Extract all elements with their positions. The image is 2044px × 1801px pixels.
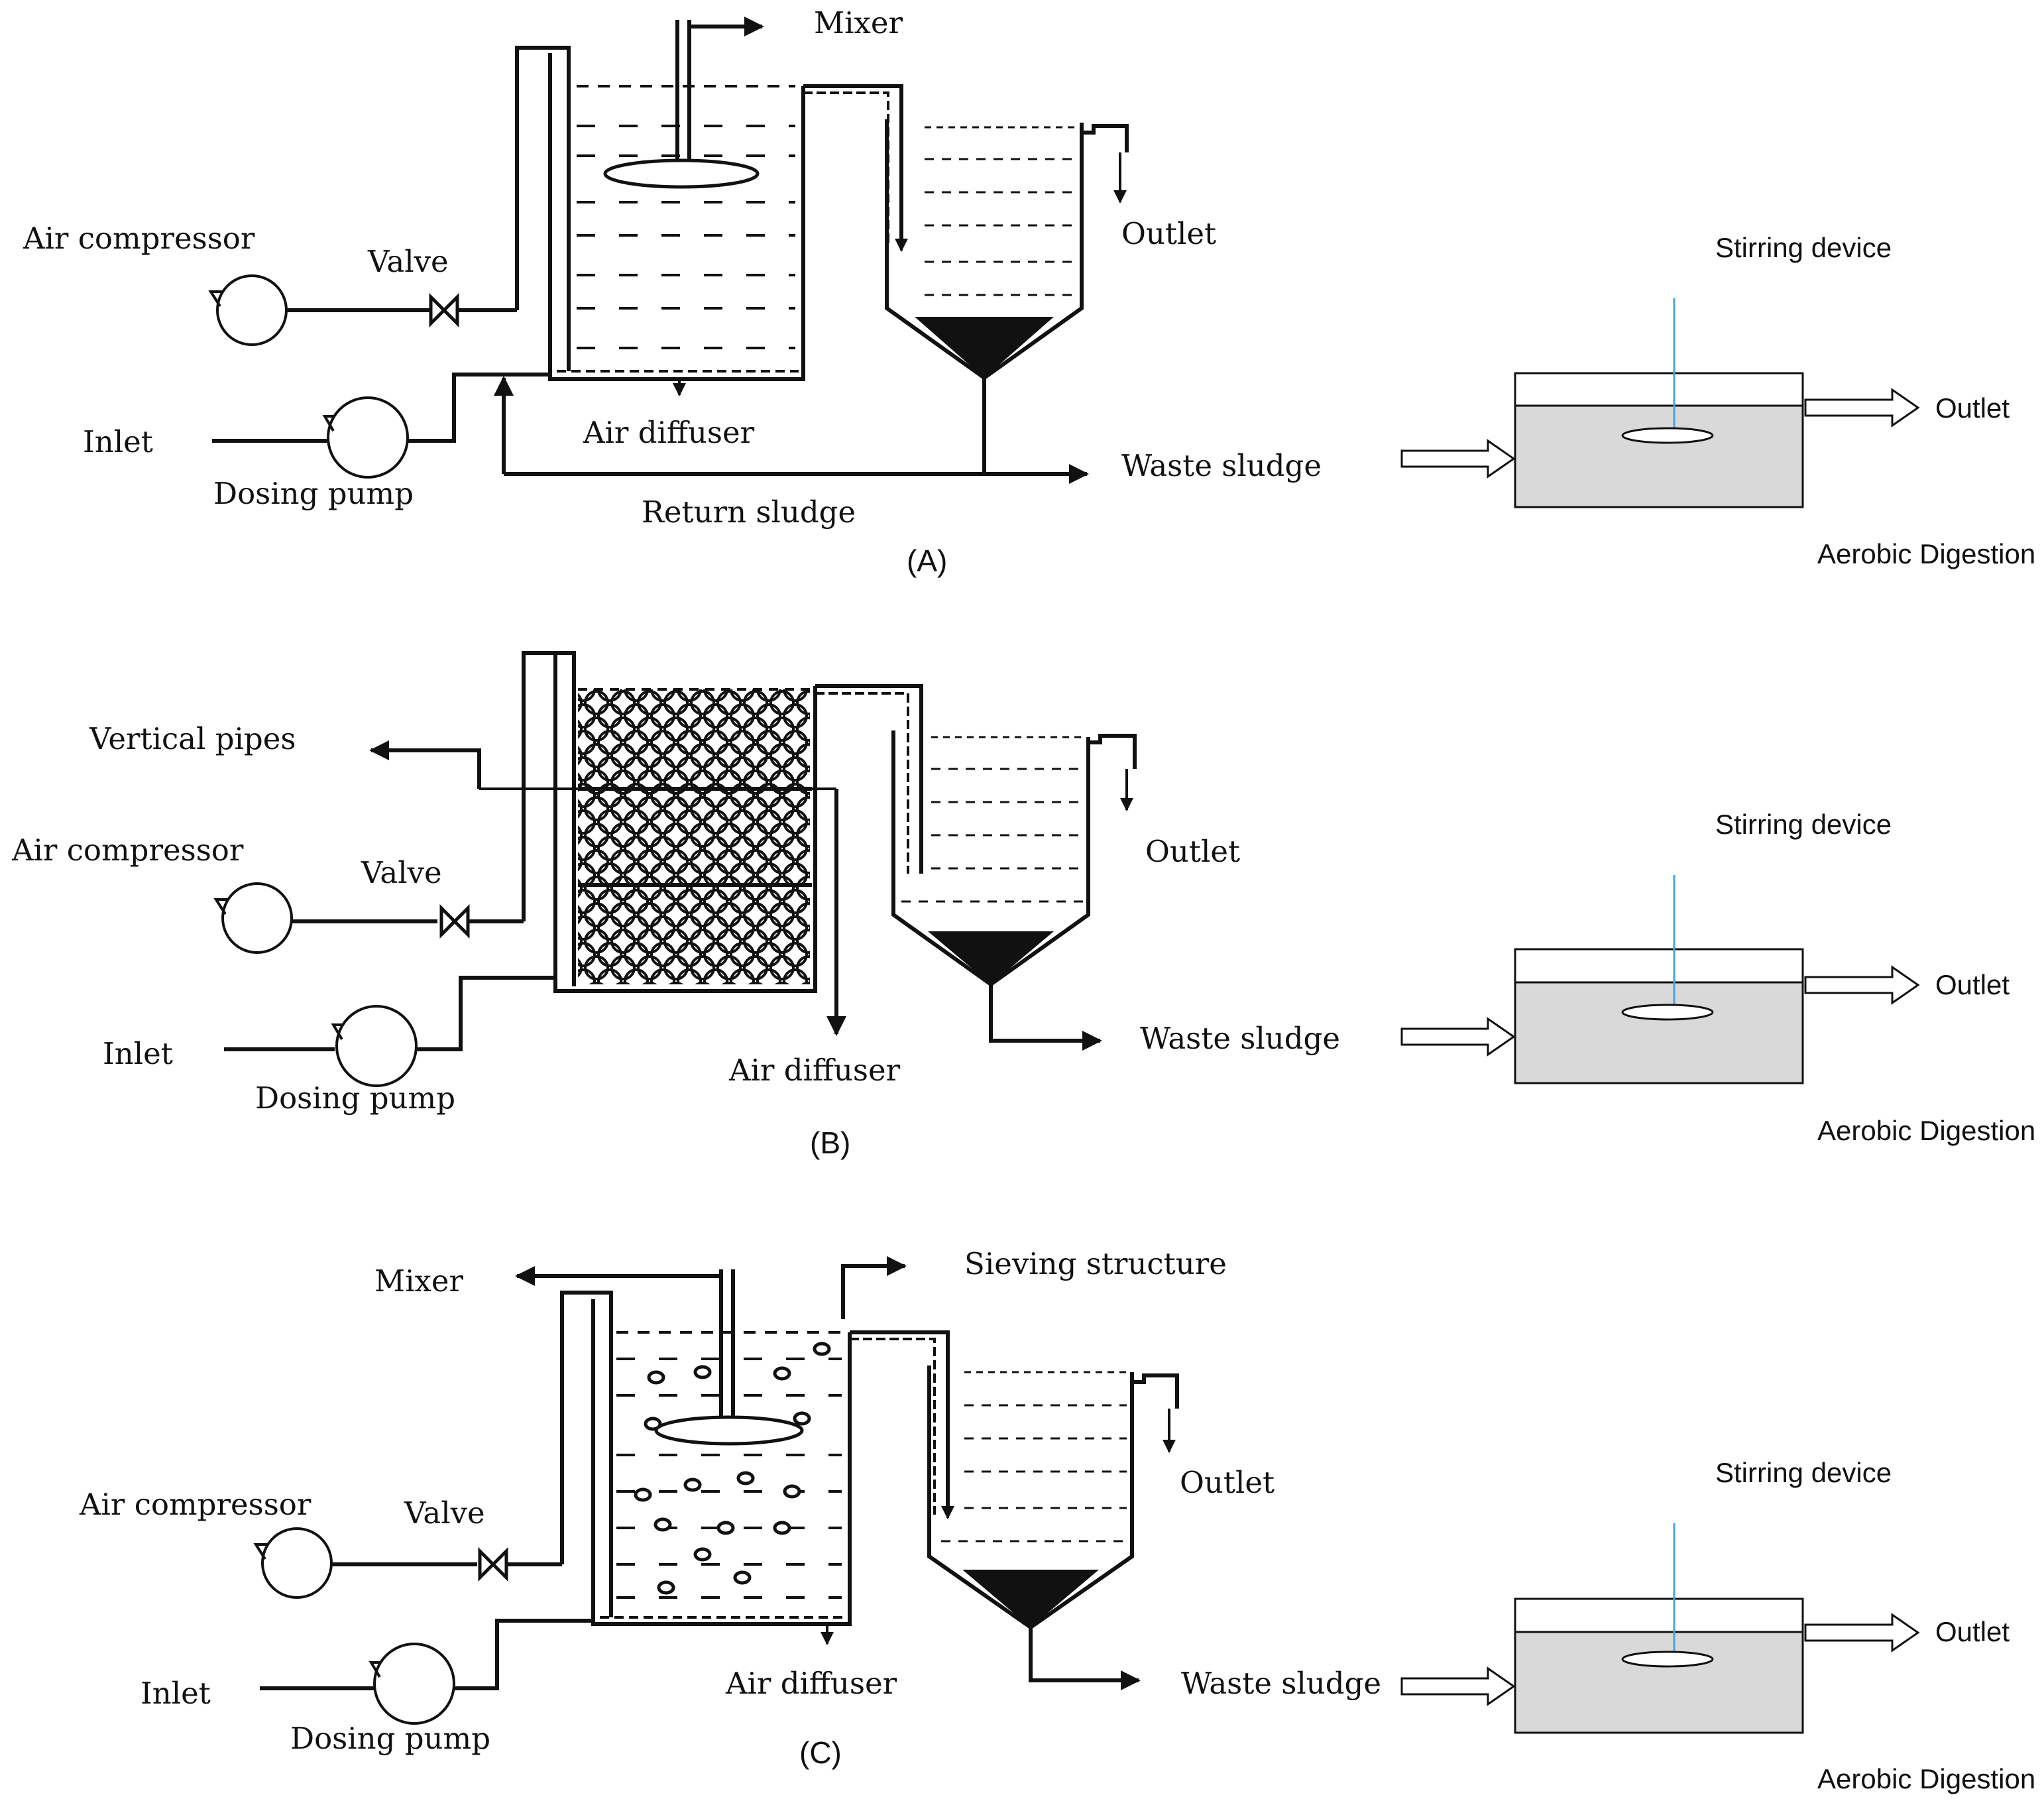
clarifier-dashes-a [925,126,1077,296]
aerobic-digestion-unit-b [1400,875,1920,1084]
digestion-inlet-arrow-c [1400,1666,1516,1706]
label-dosing-pump-b: Dosing pump [255,1080,455,1116]
valve-b [439,903,470,939]
valve-c [478,1546,508,1582]
panel-a: Mixer Air compressor Valve Inlet Dosing … [23,5,2035,578]
mixer-a [603,17,764,189]
label-air-compressor-b: Air compressor [11,833,244,868]
label-valve-c: Valve [404,1495,485,1531]
label-aerobic-digestion-c: Aerobic Digestion [1817,1763,2035,1794]
biofilm-media-b [578,689,810,984]
label-air-compressor-a: Air compressor [23,221,255,256]
valve-a [429,292,459,328]
air-compressor-c [253,1527,333,1599]
label-stirring-device-c: Stirring device [1715,1457,1892,1488]
label-waste-sludge-a: Waste sludge [1121,448,1322,483]
caption-a: (A) [907,544,947,578]
stirrer-impeller-c [1621,1651,1714,1668]
dosing-pump-a [322,396,409,479]
label-inlet-a: Inlet [83,424,153,459]
label-valve-a: Valve [367,244,449,279]
label-sieving-structure-c: Sieving structure [964,1246,1227,1281]
panel-c: Mixer Sieving structure Air compressor V… [79,1246,2035,1794]
label-air-diffuser-c: Air diffuser [725,1666,897,1701]
reactor-tank-b [553,653,817,993]
label-return-sludge-a: Return sludge [642,494,856,530]
clarifier-dashes-c [941,1371,1127,1542]
sludge-cone-b [928,931,1054,984]
aerobic-digestion-unit-a [1400,298,1920,508]
label-inlet-b: Inlet [103,1036,173,1071]
label-outlet-c: Outlet [1180,1465,1275,1500]
label-outlet-a: Outlet [1121,216,1216,251]
clarifier-dashes-b [901,736,1084,903]
dosing-pump-b [331,1005,418,1087]
label-aerobic-digestion-a: Aerobic Digestion [1817,538,2035,569]
label-mixer-a: Mixer [814,5,903,40]
label-stirring-device-a: Stirring device [1715,232,1892,263]
label-valve-b: Valve [361,855,442,890]
reactor-tank-a [548,53,805,381]
panel-b: Vertical pipes Air compressor Valve Inle… [11,651,2035,1160]
digestion-inlet-arrow-a [1400,439,1516,479]
stirrer-impeller-a [1621,427,1714,444]
reactor-tank-c [591,1299,852,1626]
caption-c: (C) [799,1735,842,1770]
air-compressor-b [213,882,293,954]
digestion-outlet-arrow-a [1804,388,1920,428]
air-compressor-a [208,274,288,346]
label-stirring-device-b: Stirring device [1715,809,1892,840]
water-dashes-a [557,85,799,373]
label-inlet-c: Inlet [141,1676,211,1711]
digestion-inlet-arrow-b [1400,1017,1516,1057]
label-waste-sludge-c: Waste sludge [1181,1666,1381,1701]
sludge-cone-a [915,317,1054,378]
stirrer-impeller-b [1621,1004,1714,1021]
label-digestion-outlet-a: Outlet [1935,392,2010,424]
label-dosing-pump-c: Dosing pump [290,1721,490,1756]
label-digestion-outlet-c: Outlet [1935,1616,2010,1647]
label-outlet-b: Outlet [1145,834,1240,869]
label-waste-sludge-b: Waste sludge [1140,1021,1340,1056]
aerobic-digestion-unit-c [1400,1523,1920,1734]
caption-b: (B) [810,1126,850,1160]
dosing-pump-c [369,1643,455,1725]
label-mixer-c: Mixer [374,1263,463,1299]
digestion-outlet-arrow-b [1804,965,1920,1005]
digestion-outlet-arrow-c [1804,1613,1920,1653]
label-air-diffuser-b: Air diffuser [728,1053,901,1088]
sludge-cone-c [962,1570,1099,1627]
label-aerobic-digestion-b: Aerobic Digestion [1817,1115,2035,1146]
label-dosing-pump-a: Dosing pump [213,476,414,511]
label-air-compressor-c: Air compressor [79,1487,312,1522]
water-dashes-c [600,1331,845,1619]
mixer-c [515,1266,804,1446]
label-vertical-pipes-b: Vertical pipes [89,721,296,756]
label-digestion-outlet-b: Outlet [1935,969,2010,1000]
label-air-diffuser-a: Air diffuser [583,415,755,450]
